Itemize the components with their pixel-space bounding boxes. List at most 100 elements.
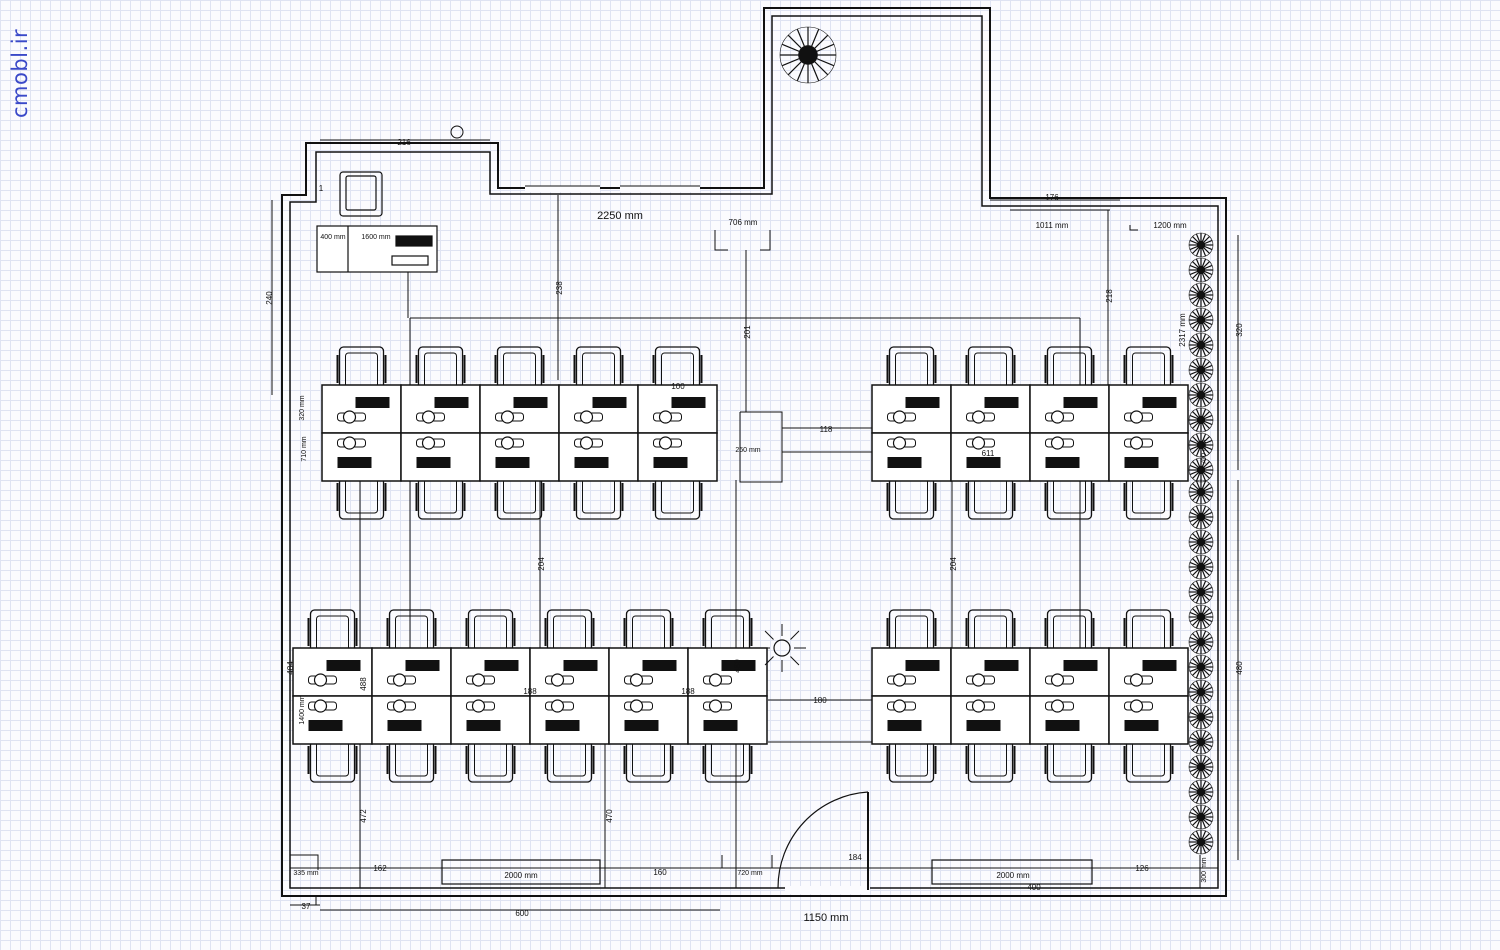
- phone-icon: [574, 436, 603, 450]
- monitor-icon: [887, 457, 922, 468]
- dimension-label-d240: 240: [265, 291, 274, 305]
- desk-cluster: [871, 609, 1189, 783]
- monitor-icon: [1142, 397, 1177, 408]
- plant-icon: [779, 26, 837, 84]
- phone-icon: [653, 436, 682, 450]
- monitor-icon: [624, 720, 659, 731]
- monitor-icon: [703, 720, 738, 731]
- phone-icon: [1124, 436, 1153, 450]
- dimension-label-d611: 611: [982, 449, 995, 458]
- desk: [450, 647, 531, 697]
- plant-icon: [1188, 432, 1214, 458]
- phone-icon: [653, 410, 682, 424]
- plant-icon: [1188, 232, 1214, 258]
- phone-icon: [337, 436, 366, 450]
- dimension-label-d335mm: 335 mm: [293, 870, 318, 877]
- dimension-label-d188a: 188: [523, 687, 537, 696]
- dimension-label-d204b: 204: [949, 557, 958, 571]
- dimension-label-d1011: 1011 mm: [1036, 221, 1069, 230]
- chair-icon: [415, 476, 466, 520]
- chair-icon: [965, 609, 1016, 653]
- dimension-label-d720mm: 720 mm: [737, 870, 762, 877]
- chair-icon: [652, 476, 703, 520]
- monitor-icon: [355, 397, 390, 408]
- plant-icon: [1188, 457, 1214, 483]
- dimension-label-d238: 238: [555, 281, 564, 295]
- chair-icon: [965, 476, 1016, 520]
- dimension-label-d488: 488: [359, 677, 368, 691]
- dimension-label-d204a: 204: [537, 557, 546, 571]
- phone-icon: [466, 673, 495, 687]
- phone-icon: [887, 410, 916, 424]
- dimension-label-d600: 600: [515, 909, 529, 918]
- plant-icon: [1188, 479, 1214, 505]
- monitor-icon: [966, 720, 1001, 731]
- phone-icon: [545, 699, 574, 713]
- phone-icon: [545, 673, 574, 687]
- dimension-label-d1: 1: [319, 184, 324, 193]
- phone-icon: [416, 410, 445, 424]
- phone-icon: [966, 673, 995, 687]
- walls: [281, 7, 1227, 897]
- chair-icon: [494, 476, 545, 520]
- chair-icon: [886, 476, 937, 520]
- monitor-icon: [545, 720, 580, 731]
- dimension-label-d126: 126: [1135, 864, 1149, 873]
- phone-icon: [337, 410, 366, 424]
- dimension-label-d188b: 188: [681, 687, 695, 696]
- chair-icon: [1123, 346, 1174, 390]
- dimension-label-d710mm: 710 mm: [301, 436, 308, 461]
- monitor-icon: [966, 457, 1001, 468]
- chair-icon: [1044, 739, 1095, 783]
- dimension-label-bottom_width: 1150 mm: [803, 912, 848, 924]
- phone-icon: [966, 436, 995, 450]
- monitor-icon: [1124, 720, 1159, 731]
- reception-desk: [316, 171, 438, 273]
- plant-icon: [1188, 829, 1214, 855]
- dimension-label-d400mm: 400 mm: [320, 234, 345, 241]
- plant-icon: [1188, 407, 1214, 433]
- phone-icon: [495, 410, 524, 424]
- chair-icon: [573, 346, 624, 390]
- desk-cluster: [292, 609, 768, 783]
- plant-icon: [1188, 629, 1214, 655]
- monitor-icon: [592, 397, 627, 408]
- phone-icon: [308, 673, 337, 687]
- plant-icon: [1188, 579, 1214, 605]
- plant-icon: [1188, 604, 1214, 630]
- phone-icon: [1045, 673, 1074, 687]
- dimension-label-d1200: 1200 mm: [1153, 221, 1187, 230]
- phone-icon: [703, 673, 732, 687]
- phone-icon: [624, 699, 653, 713]
- desk: [950, 384, 1031, 434]
- chair-icon: [336, 346, 387, 390]
- dimension-label-d300mm: 300 mm: [1201, 857, 1208, 882]
- dimension-label-d706: 706 mm: [729, 218, 758, 227]
- dimension-label-d700mm: 700 mm: [1201, 439, 1208, 464]
- monitor-icon: [495, 457, 530, 468]
- monitor-icon: [484, 660, 519, 671]
- plant-icon: [1188, 282, 1214, 308]
- plant-icon: [1188, 779, 1214, 805]
- chair-icon: [1044, 609, 1095, 653]
- phone-icon: [624, 673, 653, 687]
- monitor-icon: [1045, 457, 1080, 468]
- plant-icon: [1188, 704, 1214, 730]
- plant-icon: [1188, 382, 1214, 408]
- dimension-label-d216: 216: [397, 138, 411, 147]
- desk: [950, 647, 1031, 697]
- monitor-icon: [563, 660, 598, 671]
- chair-icon: [1123, 476, 1174, 520]
- phone-icon: [966, 410, 995, 424]
- chair-icon: [307, 609, 358, 653]
- plant-icon: [1188, 754, 1214, 780]
- monitor-icon: [671, 397, 706, 408]
- monitor-icon: [405, 660, 440, 671]
- dimension-label-d2317: 2317 mm: [1178, 313, 1187, 347]
- dimension-label-d2000mm_left: 2000 mm: [504, 871, 538, 880]
- plant-icon: [1188, 679, 1214, 705]
- desk: [687, 647, 768, 697]
- chair-icon: [544, 739, 595, 783]
- dimension-label-d260mm: 260 mm: [735, 447, 760, 454]
